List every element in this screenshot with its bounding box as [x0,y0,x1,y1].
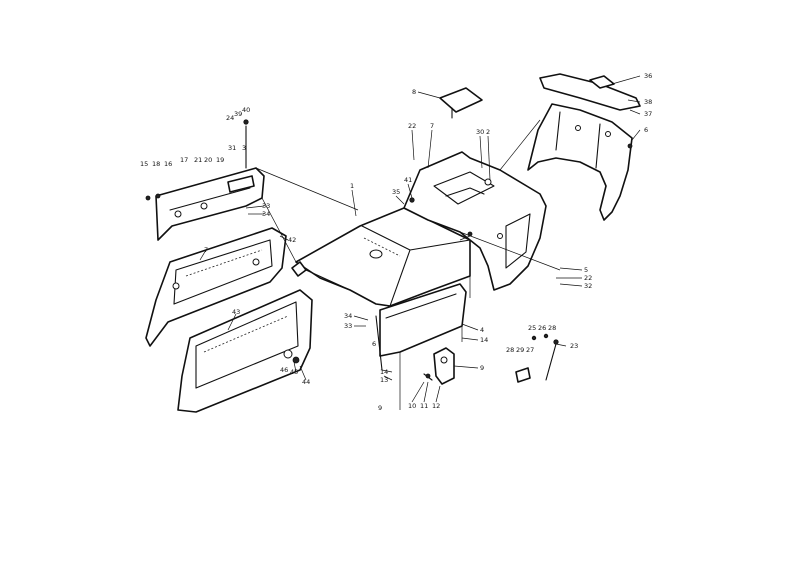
part-center-body-panel [291,207,471,307]
callout-16: 16 [164,160,172,168]
callout-45: 45 [290,368,298,376]
callout-9-bottom: 9 [378,404,382,412]
callout-28-lower: 28 [506,346,514,354]
callout-8: 8 [412,88,416,96]
callout-6-lower: 6 [372,340,376,348]
callout-27: 27 [526,346,534,354]
part-left-side-skirt [145,227,287,347]
callout-39: 39 [234,110,242,118]
part-linkage-rod [515,333,559,383]
callout-34-lower: 34 [344,312,352,320]
callout-19: 19 [216,156,224,164]
callout-18: 18 [152,160,160,168]
callout-42: 42 [288,236,296,244]
callout-12: 12 [432,402,440,410]
callout-14-lower: 14 [380,368,388,376]
callout-41: 41 [404,176,412,184]
callout-44: 44 [302,378,310,386]
callout-5: 5 [584,266,588,274]
callout-23: 23 [570,342,578,350]
part-hitch-bracket [423,347,455,385]
callout-7-lower: 7 [204,246,208,254]
callout-37: 37 [644,110,652,118]
callout-1: 1 [350,182,354,190]
callout-32: 32 [584,282,592,290]
part-left-upper-bracket [145,119,265,241]
callout-29: 29 [516,346,524,354]
callout-35: 35 [392,188,400,196]
callout-26: 26 [538,324,546,332]
part-lower-left-panel [177,289,313,413]
callout-24: 24 [226,114,234,122]
callout-46: 46 [280,366,288,374]
callout-14: 14 [480,336,488,344]
callout-6: 6 [644,126,648,134]
callout-13: 13 [380,376,388,384]
part-cover-plate [439,87,483,119]
callout-22-right: 22 [584,274,592,282]
callout-10: 10 [408,402,416,410]
callout-21: 21 [194,156,202,164]
callout-labels: 8 36 38 37 6 24 39 40 22 7 30 2 15 18 16… [140,72,652,412]
part-right-rear-panel [403,151,547,291]
callout-40: 40 [242,106,250,114]
callout-7: 7 [430,122,434,130]
callout-20: 20 [204,156,212,164]
callout-38: 38 [644,98,652,106]
callout-9: 9 [480,364,484,372]
callout-25: 25 [528,324,536,332]
callout-17: 17 [180,156,188,164]
callout-3: 3 [242,144,246,152]
callout-22: 22 [408,122,416,130]
callout-4: 4 [480,326,484,334]
assembly-lines [255,119,561,410]
part-rear-fender [527,73,641,221]
callout-2: 2 [486,128,490,136]
callout-33-lower: 33 [344,322,352,330]
callout-30: 30 [476,128,484,136]
callout-34: 34 [262,210,270,218]
callout-15: 15 [140,160,148,168]
callout-33: 33 [262,202,270,210]
callout-28: 28 [548,324,556,332]
callout-leaders [199,75,641,403]
callout-11: 11 [420,402,428,410]
callout-43: 43 [232,308,240,316]
callout-36: 36 [644,72,652,80]
callout-31: 31 [228,144,236,152]
